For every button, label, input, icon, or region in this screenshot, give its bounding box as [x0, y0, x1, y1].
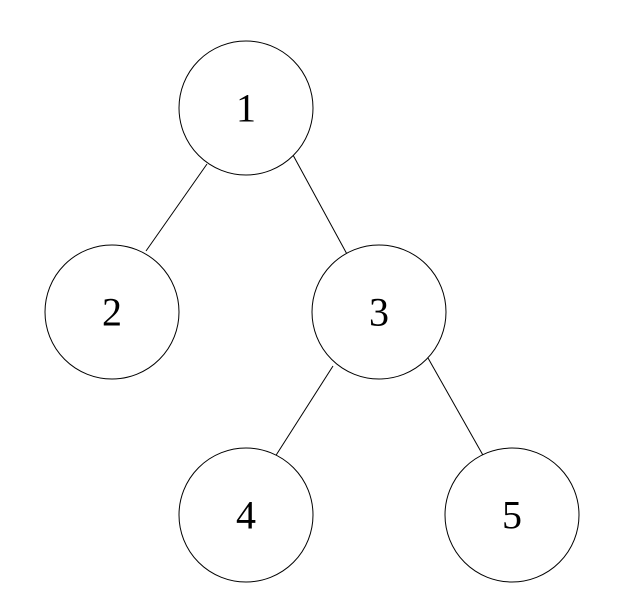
node-label: 1 — [236, 86, 256, 131]
edge-1-2 — [145, 163, 208, 252]
node-label: 3 — [369, 290, 389, 335]
node-circle — [178, 447, 314, 583]
edge-3-4 — [272, 365, 334, 461]
node-circle — [444, 447, 580, 583]
edges-layer — [145, 154, 485, 461]
node-label: 2 — [102, 290, 122, 335]
nodes-layer: 1 2 3 4 5 — [44, 40, 580, 583]
tree-node-5: 5 — [444, 447, 580, 583]
tree-node-3: 3 — [311, 244, 447, 380]
tree-node-4: 4 — [178, 447, 314, 583]
node-circle — [44, 244, 180, 380]
node-label: 5 — [502, 493, 522, 538]
edge-3-5 — [427, 357, 485, 458]
node-label: 4 — [236, 493, 256, 538]
tree-node-1: 1 — [178, 40, 314, 176]
tree-node-2: 2 — [44, 244, 180, 380]
edge-1-3 — [292, 154, 349, 257]
node-circle — [178, 40, 314, 176]
node-circle — [311, 244, 447, 380]
